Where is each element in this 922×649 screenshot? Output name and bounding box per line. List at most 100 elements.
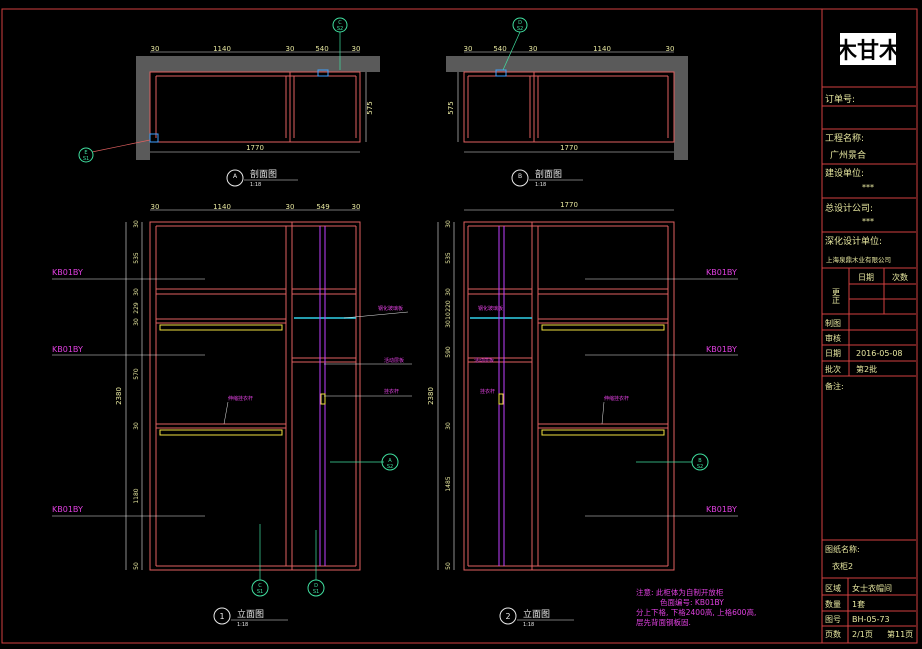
section-letter: A <box>233 173 238 180</box>
callout-text: D <box>518 20 522 26</box>
plan-section-b: 30 540 30 1140 30 575 1770 D S2 B 剖面图 1:… <box>446 17 688 188</box>
order-no-label: 订单号: <box>825 93 855 105</box>
hanger-rod <box>159 429 283 436</box>
dim-text: 30 <box>666 45 675 53</box>
material-label: KB01BY <box>706 345 737 354</box>
hanger-rod <box>159 324 283 331</box>
deepening-unit: 上海泉鼎木业有限公司 <box>826 255 891 264</box>
callout-text: D <box>314 583 318 589</box>
callout-text: S1 <box>257 589 263 595</box>
door-handle <box>320 393 326 405</box>
note-line: 层先背面钢板固. <box>636 617 691 627</box>
section-bubble <box>226 169 244 187</box>
dim-text: 1485 <box>445 476 452 491</box>
callout-bubble <box>512 17 528 33</box>
elevation-scale: 1:18 <box>523 622 534 628</box>
dim-text: 549 <box>316 203 329 211</box>
note-text: 活动层板 <box>474 357 494 364</box>
note-line: 分上下格, 下格2400高, 上格600高, <box>636 607 756 617</box>
revision-label: 更正 <box>832 288 841 304</box>
callout-bubble <box>691 453 709 471</box>
drawing-name-label: 图纸名称: <box>825 544 860 554</box>
date-label: 日期 <box>825 349 841 358</box>
general-design: *** <box>862 217 874 226</box>
leader-line <box>343 311 409 319</box>
dim-text: 30 <box>133 288 140 296</box>
dim-text: 30 <box>286 45 295 53</box>
callout-bubble <box>251 579 269 597</box>
wall-hatch-top <box>136 56 380 72</box>
dim-text: 1140 <box>593 45 611 53</box>
elevation-bubble <box>499 607 517 625</box>
callout-bubble <box>307 579 325 597</box>
hanger-rod <box>541 429 665 436</box>
dim-text: 30 <box>151 203 160 211</box>
callout-text: S2 <box>517 26 523 32</box>
dim-text: 1180 <box>133 488 140 503</box>
plan-section-a: 30 1140 30 540 30 575 1770 C S2 E S1 A 剖… <box>78 17 380 188</box>
note-text: 活动层板 <box>384 357 404 364</box>
dim-text: 30 <box>529 45 538 53</box>
leader-line <box>91 139 151 153</box>
leader-line <box>601 401 605 425</box>
project-name: 广州景合 <box>830 149 866 161</box>
drawing-no-label: 图号 <box>825 615 841 624</box>
page-value: 2/1页 <box>852 630 873 639</box>
dim-text: 535 <box>445 252 452 264</box>
cabinet-outline <box>149 71 361 143</box>
material-label: KB01BY <box>52 345 83 354</box>
area-label: 区域 <box>825 583 841 593</box>
callout-text: A <box>388 458 392 464</box>
callout-bubble <box>78 147 94 163</box>
material-label: KB01BY <box>52 505 83 514</box>
dim-text: 30 <box>151 45 160 53</box>
dim-text: 575 <box>366 101 374 114</box>
title-block: 木甘木 订单号: 工程名称: 广州景合 建设单位: *** 总设计公司: ***… <box>822 33 916 643</box>
elevation-2: 1770 2380 30 535 30 220 10 30 590 30 148… <box>427 201 738 628</box>
note-text: 伸缩挂衣杆 <box>228 395 253 402</box>
deepening-unit-label: 深化设计单位: <box>825 235 882 247</box>
dim-text: 220 <box>445 300 452 312</box>
dim-text: 1770 <box>246 144 264 152</box>
dim-text: 30 <box>352 203 361 211</box>
dim-text: 2380 <box>115 387 123 405</box>
dim-text: 1140 <box>213 203 231 211</box>
times-header: 次数 <box>892 272 908 282</box>
dim-text: 229 <box>133 302 140 314</box>
leader-line <box>223 401 229 425</box>
wall-hatch-left <box>136 56 150 160</box>
section-letter: B <box>518 173 522 180</box>
dim-text: 30 <box>464 45 473 53</box>
dim-text: 570 <box>133 368 140 380</box>
elevation-scale: 1:18 <box>237 622 248 628</box>
dim-text: 575 <box>447 101 455 114</box>
callout-text: S2 <box>387 464 393 470</box>
remark-label: 备注: <box>825 381 844 391</box>
cabinet-outline <box>463 71 675 143</box>
dim-text: 30 <box>286 203 295 211</box>
hinge-mark <box>317 69 329 77</box>
drawing-no-value: BH-05-73 <box>852 615 890 624</box>
callout-text: S1 <box>313 589 319 595</box>
elevation-bubble <box>213 607 231 625</box>
material-label: KB01BY <box>52 268 83 277</box>
dim-text: 30 <box>352 45 361 53</box>
elevation-number: 1 <box>219 612 224 621</box>
dim-text: 540 <box>315 45 328 53</box>
section-bubble <box>511 169 529 187</box>
drawing-name: 衣柜2 <box>832 561 853 571</box>
dim-text: 535 <box>133 252 140 264</box>
dim-text: 1140 <box>213 45 231 53</box>
elevation-label: 立面图 <box>523 608 550 620</box>
construction-unit-label: 建设单位: <box>825 167 864 179</box>
general-design-label: 总设计公司: <box>825 202 873 214</box>
callout-text: C <box>338 20 342 26</box>
batch-value: 第2批 <box>856 364 877 374</box>
dim-text: 1770 <box>560 201 578 209</box>
area-value: 女士衣帽间 <box>852 583 892 593</box>
dim-text: 10 <box>445 312 452 320</box>
dim-text: 50 <box>133 562 140 570</box>
note-line: 注意: 此柜体为自制开放柜 <box>636 587 724 597</box>
dim-text: 30 <box>133 220 140 228</box>
